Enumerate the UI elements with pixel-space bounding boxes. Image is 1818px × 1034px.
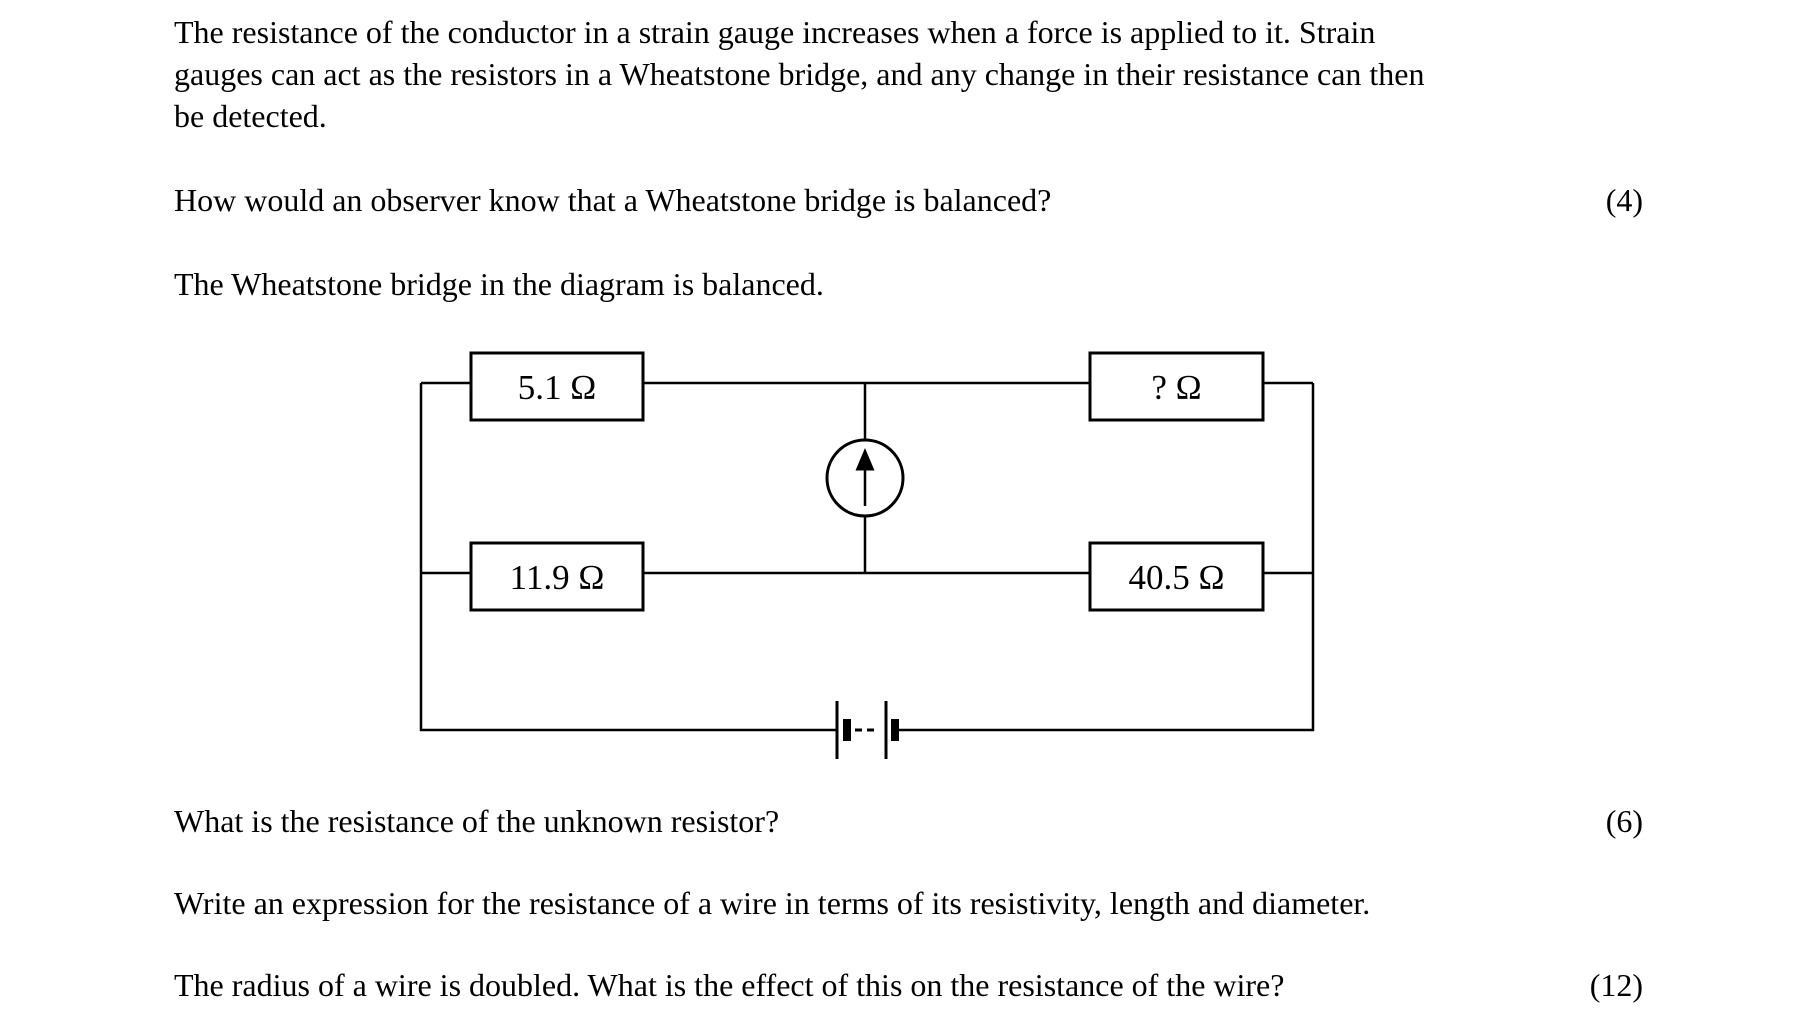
resistor-box-bottom-left xyxy=(469,541,645,612)
question-radius-text: The radius of a wire is doubled. What is… xyxy=(174,967,1285,1003)
question-row-radius: The radius of a wire is doubled. What is… xyxy=(174,964,1643,1006)
intro-line-2: gauges can act as the resistors in a Whe… xyxy=(174,56,1425,92)
resistor-label-bottom-right: 40.5 Ω xyxy=(1128,558,1224,597)
resistor-box-top-left xyxy=(469,351,645,422)
question-expression-text: Write an expression for the resistance o… xyxy=(174,885,1371,921)
battery-icon xyxy=(835,701,899,759)
intro-line-1: The resistance of the conductor in a str… xyxy=(174,14,1376,50)
question-row-balanced: How would an observer know that a Wheats… xyxy=(174,179,1643,221)
question-unknown-text: What is the resistance of the unknown re… xyxy=(174,803,780,839)
statement-line: The Wheatstone bridge in the diagram is … xyxy=(174,266,824,302)
resistor-box-top-right xyxy=(1088,351,1265,422)
marks-badge-6: (6) xyxy=(1605,803,1643,839)
marks-badge-12: (12) xyxy=(1589,967,1643,1003)
wire-right-and-bottom xyxy=(899,383,1315,732)
resistor-box-bottom-right xyxy=(1088,541,1265,612)
resistor-boxes xyxy=(469,351,1265,612)
battery-short-plate-1 xyxy=(843,719,851,741)
resistor-label-bottom-left: 11.9 Ω xyxy=(510,558,605,597)
circuit-wires xyxy=(419,381,1315,732)
battery-short-plate-2 xyxy=(891,719,899,741)
question-row-unknown: What is the resistance of the unknown re… xyxy=(174,800,1643,842)
intro-line-3: be detected. xyxy=(174,98,327,134)
resistor-label-top-left: 5.1 Ω xyxy=(518,368,597,407)
question-balanced-text: How would an observer know that a Wheats… xyxy=(174,182,1052,218)
resistor-label-top-right: ? Ω xyxy=(1151,368,1201,407)
marks-badge-4: (4) xyxy=(1605,182,1643,218)
galvanometer-arrow-head xyxy=(855,448,875,471)
wire-left-and-bottom xyxy=(419,383,837,732)
galvanometer-icon xyxy=(825,438,905,518)
